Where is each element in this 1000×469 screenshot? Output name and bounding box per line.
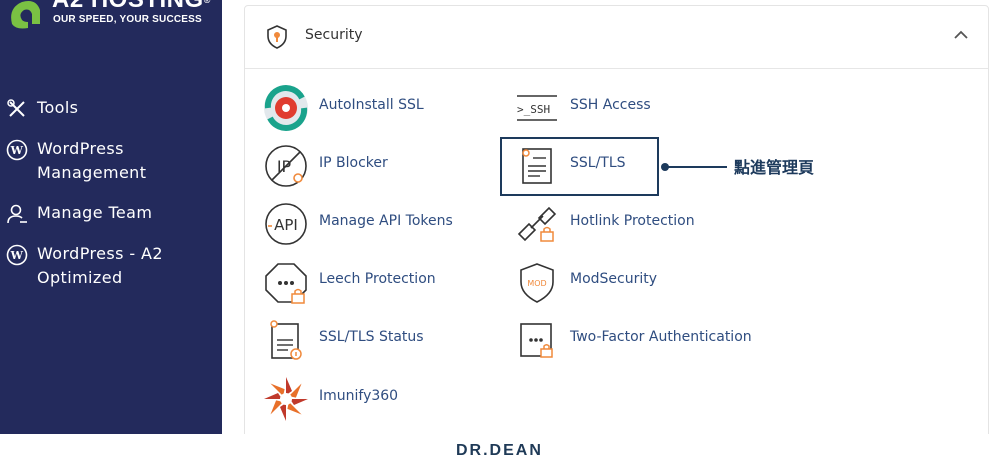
chevron-up-icon[interactable] [954,30,968,40]
api-tokens-icon: API [265,203,307,245]
tool-label: AutoInstall SSL [319,97,424,113]
annotation-connector [661,163,727,171]
ssl-tls-highlight-box [500,137,659,196]
svg-text:>_SSH: >_SSH [517,103,550,116]
sidebar-item-tools[interactable]: Tools [0,96,78,120]
svg-text:IP: IP [277,157,292,176]
brand-logo[interactable]: A2 HOSTING® OUR SPEED, YOUR SUCCESS [0,0,222,30]
annotation-text: 點進管理頁 [734,158,815,177]
two-factor-icon [520,323,553,358]
tool-label: SSL/TLS Status [319,329,424,345]
tool-label: Hotlink Protection [570,213,695,229]
team-icon [7,204,27,224]
tool-label: SSH Access [570,97,651,113]
tool-label: ModSecurity [570,271,658,287]
wordpress-icon: W [6,139,28,161]
wordpress-icon: W [6,244,28,266]
autoinstall-ssl-icon [264,85,308,131]
shield-icon [267,25,287,49]
brand-name: A2 HOSTING® [52,0,211,12]
svg-text:MOD: MOD [527,279,546,288]
svg-text:W: W [10,249,24,262]
security-panel: Security [244,5,989,447]
a2-logo-mark-icon [11,1,40,29]
tool-label: SSL/TLS [570,155,626,171]
tool-label: Two-Factor Authentication [570,329,752,345]
security-panel-header[interactable]: Security [245,6,988,69]
hotlink-icon [517,206,557,242]
ssh-icon: >_SSH [517,95,557,121]
sidebar-item-manage-team[interactable]: Manage Team [0,201,152,225]
ssl-tls-icon [522,148,552,184]
sidebar-item-label: Tools [37,98,79,117]
imunify360-icon [264,377,308,421]
leech-protection-icon [265,263,307,304]
tool-label: Manage API Tokens [319,213,453,229]
tool-label: Imunify360 [319,388,399,404]
modsecurity-icon: MOD [520,263,554,303]
sidebar-item-label: Manage Team [37,203,153,222]
svg-text:W: W [10,144,24,157]
sidebar: A2 HOSTING® OUR SPEED, YOUR SUCCESS Tool… [0,0,222,434]
ip-blocker-icon: IP [265,145,307,187]
sidebar-item-label: WordPress Management [37,139,147,182]
footer: DR.DEAN [0,434,1000,469]
svg-text:API: API [274,216,298,234]
sidebar-item-label: WordPress - A2 Optimized [37,244,163,287]
tool-label: Leech Protection [319,271,436,287]
panel-title: Security [305,27,363,43]
tool-label: IP Blocker [319,155,388,171]
watermark-brand: DR.DEAN [456,442,543,459]
sidebar-item-wordpress-a2-optimized[interactable]: W WordPress - A2 Optimized [0,242,207,290]
ssl-status-icon [270,320,302,360]
brand-tagline: OUR SPEED, YOUR SUCCESS [53,14,202,25]
tools-icon [7,99,25,117]
sidebar-item-wordpress-management[interactable]: W WordPress Management [0,137,207,185]
